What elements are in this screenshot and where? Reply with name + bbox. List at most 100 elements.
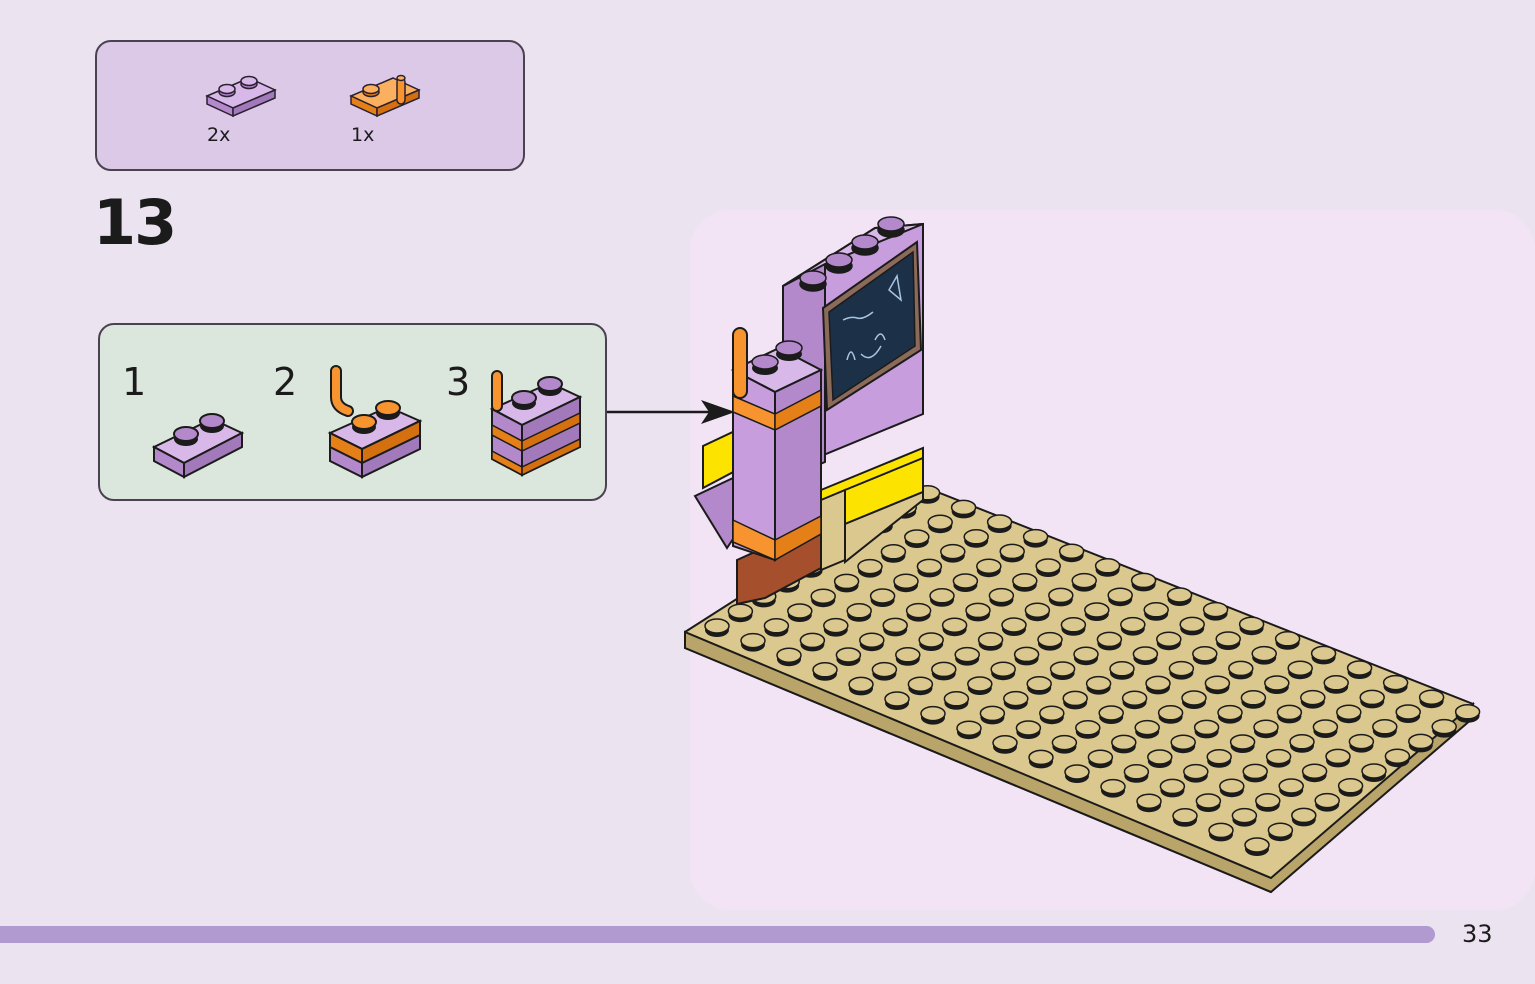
- page-number: 33: [1462, 920, 1493, 948]
- sub-assembly-box: 1 2 3: [98, 323, 607, 501]
- stud: [1238, 616, 1265, 632]
- stud: [1408, 733, 1434, 750]
- stud: [1195, 793, 1222, 809]
- stud: [763, 618, 790, 634]
- stud: [1314, 792, 1340, 809]
- stud: [1179, 616, 1205, 633]
- stud: [904, 529, 930, 545]
- stud: [1166, 587, 1193, 603]
- stud: [1454, 704, 1481, 720]
- stud: [931, 661, 957, 678]
- stud: [905, 602, 932, 619]
- stud: [1048, 587, 1074, 604]
- stud: [950, 499, 977, 516]
- model-illustration: [684, 216, 1481, 894]
- stud: [956, 720, 982, 736]
- stud: [990, 661, 1016, 677]
- stud: [1312, 719, 1339, 735]
- orange-plate-with-bar-icon: [349, 74, 421, 118]
- stud: [1289, 734, 1315, 750]
- stud: [1049, 661, 1076, 677]
- stud: [1208, 822, 1234, 839]
- sub-step-number: 2: [273, 360, 298, 404]
- stud: [1431, 718, 1457, 735]
- stud: [988, 587, 1015, 604]
- part-quantity: 2x: [207, 124, 231, 146]
- footer-progress-bar: [0, 926, 1435, 943]
- stud: [999, 543, 1025, 560]
- stud: [1147, 749, 1173, 765]
- stud: [704, 618, 730, 634]
- stud: [1181, 690, 1207, 706]
- stud: [1087, 749, 1114, 765]
- stud: [1120, 616, 1146, 633]
- parts-list-box: 2x 1x: [95, 40, 525, 171]
- stud: [1346, 660, 1373, 676]
- stud: [1287, 660, 1313, 676]
- stud: [1168, 660, 1195, 677]
- stud: [1336, 704, 1362, 720]
- stud: [1291, 807, 1317, 824]
- stud: [1242, 763, 1268, 780]
- stud: [848, 676, 874, 693]
- stud: [1035, 558, 1061, 574]
- stud: [1204, 675, 1231, 691]
- stud: [1418, 689, 1445, 705]
- stud: [893, 573, 919, 589]
- stud: [1159, 778, 1186, 795]
- stud: [929, 588, 955, 604]
- stud: [1325, 748, 1351, 765]
- stud: [1231, 807, 1258, 824]
- stud: [1274, 631, 1301, 647]
- stud: [1073, 646, 1099, 662]
- stud: [1107, 587, 1133, 603]
- stud: [1337, 778, 1364, 794]
- stud: [992, 735, 1018, 751]
- stud: [952, 573, 979, 589]
- stud: [1096, 631, 1123, 648]
- sub-step-2-icon: [327, 365, 423, 479]
- stud: [1001, 617, 1027, 633]
- stud: [1111, 734, 1137, 751]
- stud: [1094, 558, 1121, 574]
- stud: [916, 558, 943, 575]
- stud: [1098, 705, 1124, 721]
- stud: [880, 544, 907, 560]
- stud: [1015, 720, 1042, 736]
- stud: [1109, 661, 1135, 677]
- stud: [967, 676, 993, 692]
- stud: [823, 617, 849, 634]
- stud: [833, 573, 860, 590]
- stud: [943, 691, 970, 707]
- stud: [1022, 528, 1049, 545]
- stud: [1024, 602, 1051, 618]
- stud: [1143, 602, 1169, 618]
- stud: [1130, 572, 1157, 589]
- stud: [976, 558, 1002, 574]
- sub-step-number: 1: [122, 360, 147, 404]
- sub-step-1-icon: [151, 413, 245, 479]
- stud: [1132, 646, 1159, 662]
- stud: [1264, 675, 1290, 691]
- stud: [1064, 764, 1090, 780]
- stud: [918, 632, 944, 648]
- stud: [941, 617, 968, 633]
- stud: [1013, 646, 1040, 663]
- stud: [1039, 705, 1065, 721]
- stud: [1136, 793, 1162, 809]
- stud: [1037, 631, 1063, 648]
- stud: [1219, 778, 1245, 794]
- stud: [965, 602, 991, 619]
- callout-arrow-icon: [607, 400, 735, 424]
- stud: [1172, 808, 1198, 824]
- stud: [1084, 602, 1110, 618]
- stud: [1323, 675, 1349, 691]
- stud: [963, 529, 989, 545]
- stud: [1051, 734, 1078, 751]
- stud: [1193, 719, 1220, 736]
- stud: [1071, 572, 1097, 589]
- stud: [1384, 748, 1411, 764]
- stud: [859, 632, 885, 648]
- stud: [857, 558, 883, 575]
- stud: [927, 514, 953, 530]
